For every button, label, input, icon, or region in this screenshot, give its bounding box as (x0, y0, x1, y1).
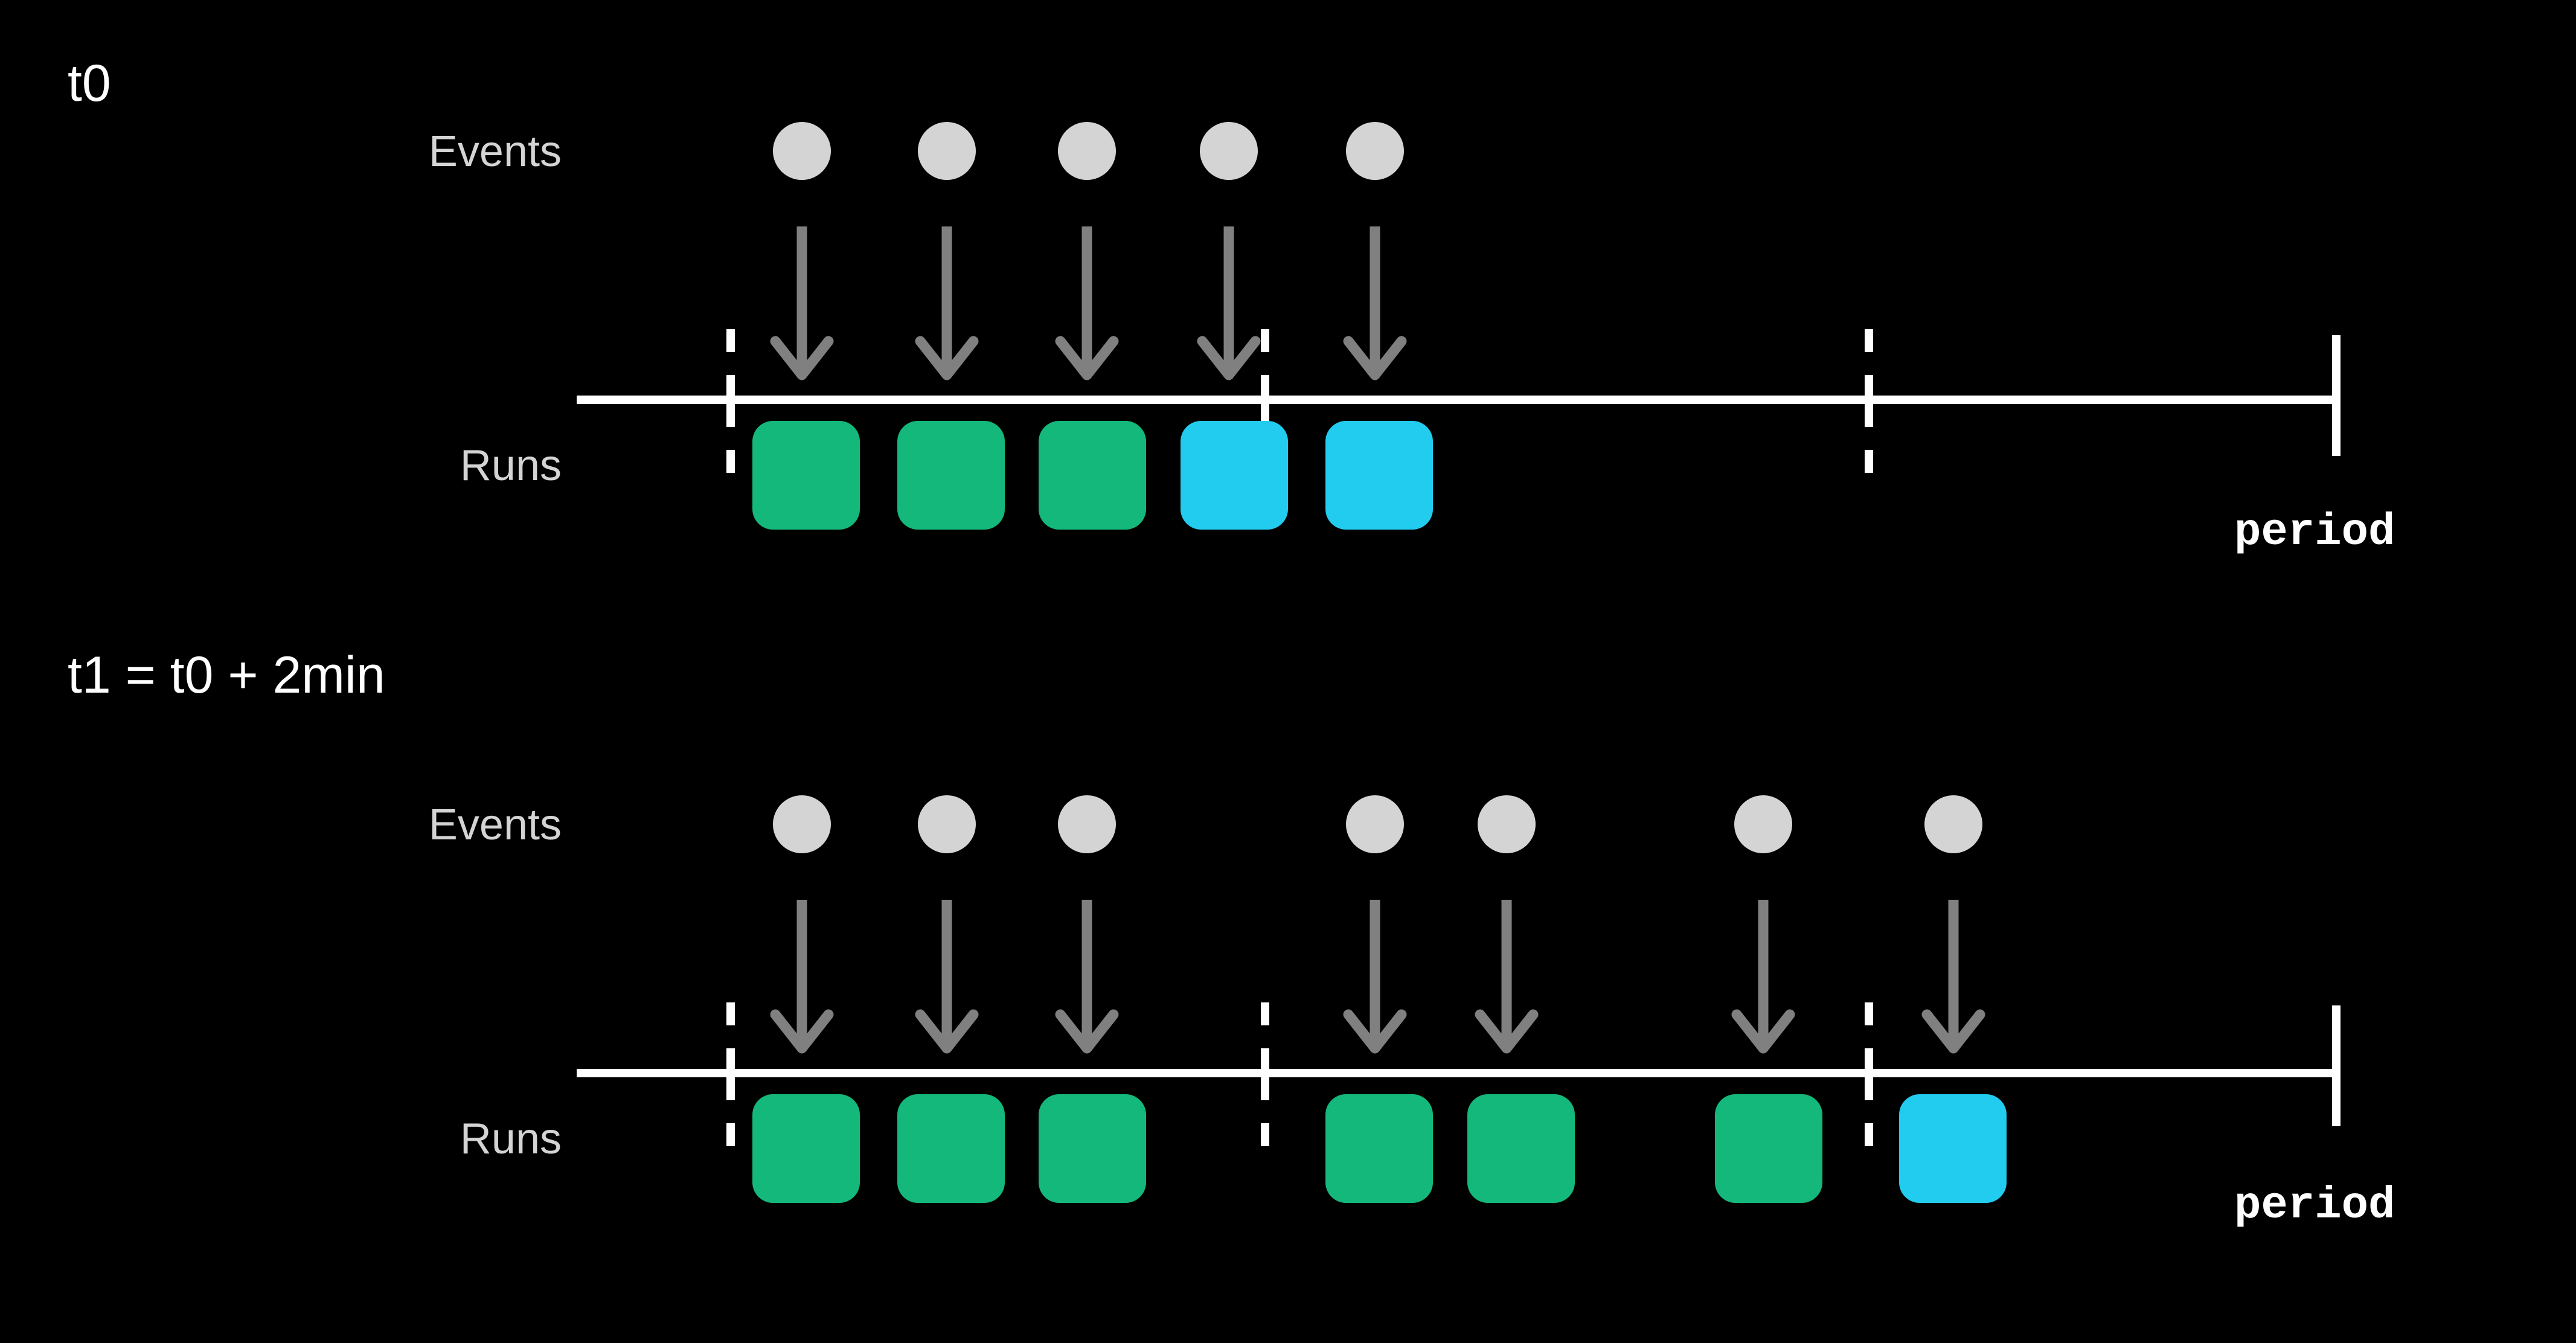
period-marker-above-t0-1 (1261, 329, 1269, 396)
event-arrow-t0-4 (1343, 226, 1407, 380)
events-label-t1: Events (428, 801, 562, 849)
period-label-t1: period (2234, 1181, 2395, 1231)
event-dot-t0-0 (773, 122, 831, 180)
event-arrow-t0-1 (915, 226, 979, 380)
event-dot-t0-2 (1058, 122, 1116, 180)
event-dot-t0-1 (918, 122, 976, 180)
period-marker-below-t1-0 (726, 1077, 735, 1150)
event-dot-t1-3 (1346, 795, 1404, 853)
event-dot-t1-4 (1478, 795, 1536, 853)
event-dot-t1-2 (1058, 795, 1116, 853)
event-arrow-t0-0 (770, 226, 834, 380)
runs-label-t0: Runs (460, 441, 562, 490)
event-dot-t0-3 (1200, 122, 1258, 180)
events-label-t0: Events (428, 127, 562, 176)
run-box-t1-0 (752, 1094, 860, 1203)
period-marker-below-t1-1 (1261, 1077, 1269, 1150)
event-dot-t1-6 (1924, 795, 1982, 853)
event-dot-t1-1 (918, 795, 976, 853)
run-box-t1-3 (1325, 1094, 1433, 1203)
event-arrow-t0-3 (1197, 226, 1261, 380)
run-box-t0-1 (897, 421, 1005, 530)
timeline-axis-t0 (577, 396, 2337, 404)
runs-label-t1: Runs (460, 1115, 562, 1163)
event-dot-t1-0 (773, 795, 831, 853)
event-dot-t0-4 (1346, 122, 1404, 180)
period-label-t0: period (2234, 507, 2395, 558)
period-marker-above-t1-1 (1261, 1002, 1269, 1069)
timeline-endcap-t1 (2332, 1005, 2341, 1126)
event-arrow-t1-0 (770, 900, 834, 1054)
period-marker-above-t1-0 (726, 1002, 735, 1069)
period-marker-above-t0-2 (1865, 329, 1873, 396)
event-arrow-t1-6 (1921, 900, 1985, 1054)
run-box-t0-2 (1039, 421, 1146, 530)
row-title-t0: t0 (68, 54, 111, 112)
period-marker-below-t0-2 (1865, 404, 1873, 477)
run-box-t1-6 (1899, 1094, 2007, 1203)
event-arrow-t0-2 (1055, 226, 1119, 380)
run-box-t0-4 (1325, 421, 1433, 530)
row-title-t1: t1 = t0 + 2min (68, 646, 385, 704)
run-box-t1-2 (1039, 1094, 1146, 1203)
event-arrow-t1-5 (1731, 900, 1795, 1054)
run-box-t1-4 (1467, 1094, 1575, 1203)
timeline-axis-t1 (577, 1069, 2337, 1077)
timeline-endcap-t0 (2332, 335, 2341, 456)
event-dot-t1-5 (1734, 795, 1792, 853)
period-marker-above-t0-0 (726, 329, 735, 396)
run-box-t1-1 (897, 1094, 1005, 1203)
event-arrow-t1-1 (915, 900, 979, 1054)
run-box-t0-0 (752, 421, 860, 530)
period-marker-below-t1-2 (1865, 1077, 1873, 1150)
event-arrow-t1-3 (1343, 900, 1407, 1054)
event-arrow-t1-4 (1475, 900, 1539, 1054)
period-marker-above-t1-2 (1865, 1002, 1873, 1069)
period-marker-below-t0-0 (726, 404, 735, 477)
run-box-t1-5 (1715, 1094, 1822, 1203)
run-box-t0-3 (1181, 421, 1288, 530)
event-arrow-t1-2 (1055, 900, 1119, 1054)
